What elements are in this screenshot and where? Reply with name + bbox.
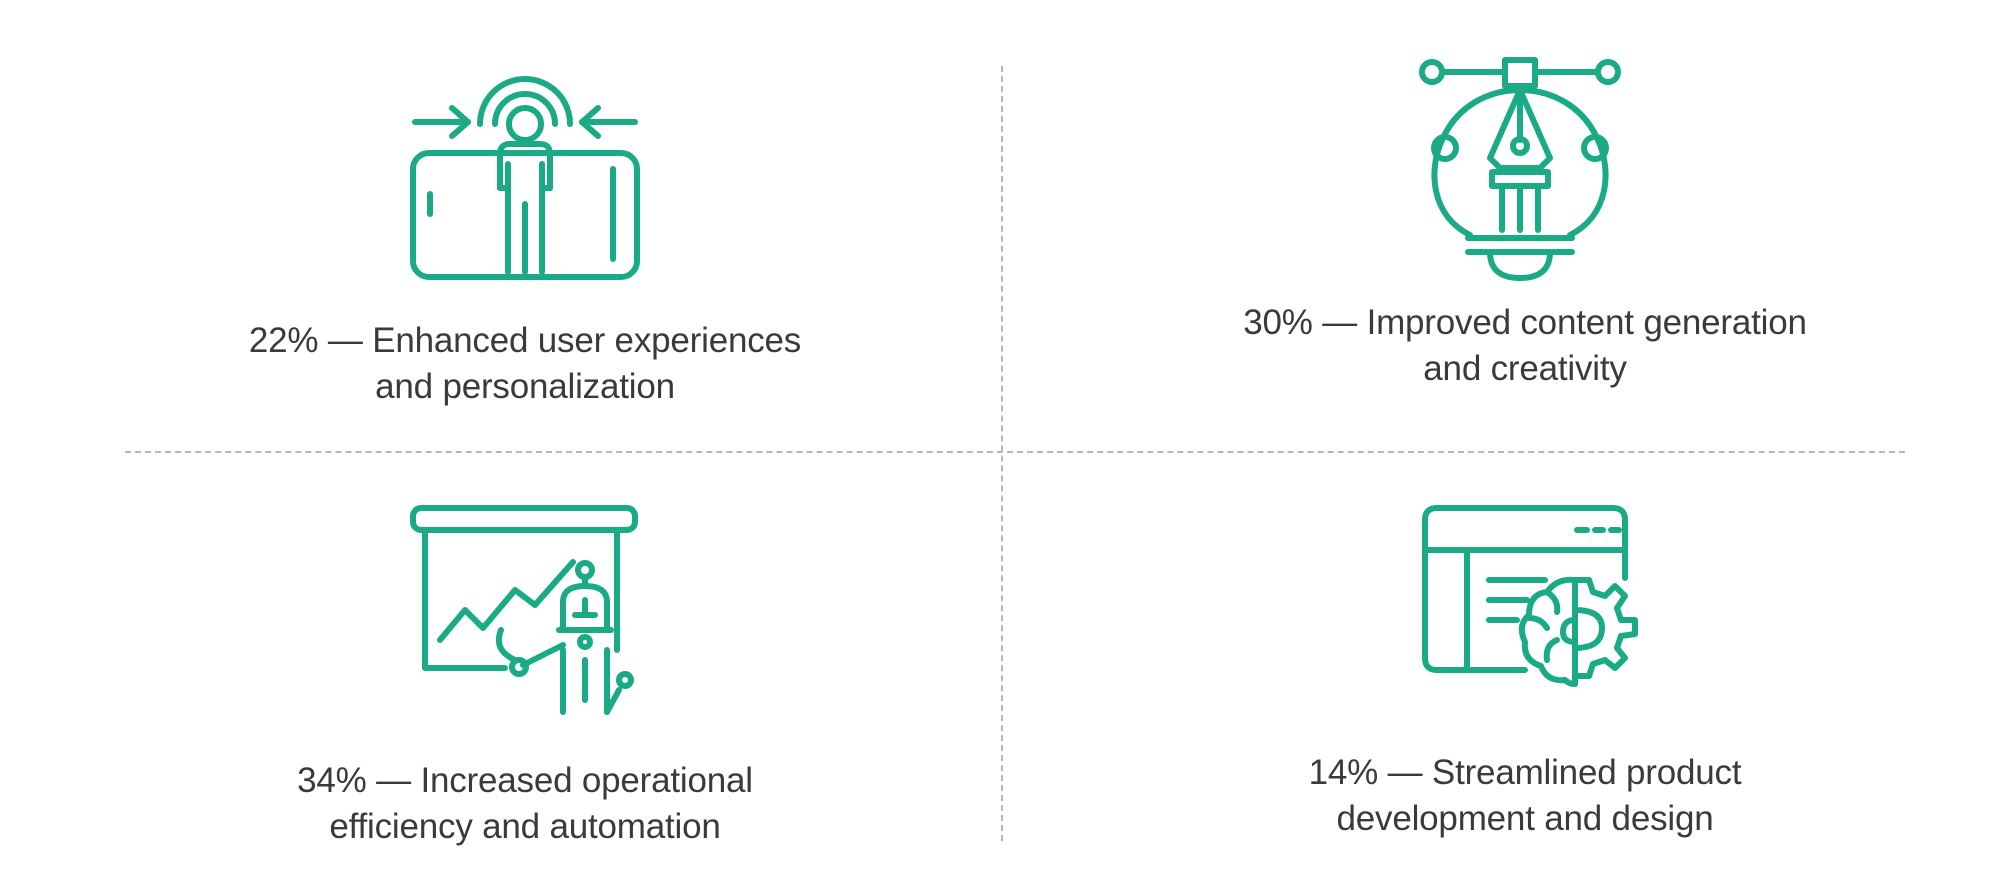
stat-caption-line1: 22% — Enhanced user experiences [248,321,802,360]
stat-caption: 34% — Increased operational efficiency a… [200,758,850,850]
horizontal-divider [125,451,1905,453]
browser-brain-gear-icon [1422,505,1638,687]
stat-cell-product-development: 14% — Streamlined product development an… [1200,480,1850,860]
stat-caption-line2: development and design [1336,799,1714,838]
robot-presentation-icon [410,505,638,715]
stat-caption-line2: and creativity [1423,349,1627,388]
stat-caption-line1: 30% — Improved content generation [1243,303,1807,342]
stat-caption: 22% — Enhanced user experiences and pers… [200,318,850,410]
stat-caption-line1: 14% — Streamlined product [1308,753,1742,792]
stat-cell-content-generation: 30% — Improved content generation and cr… [1200,40,1850,420]
stat-caption-line2: and personalization [375,367,675,406]
stat-caption: 14% — Streamlined product development an… [1200,750,1850,842]
user-focus-phone-icon [410,76,640,280]
stat-cell-user-experience: 22% — Enhanced user experiences and pers… [200,40,850,420]
stat-cell-operational-efficiency: 34% — Increased operational efficiency a… [200,480,850,860]
stat-caption-line1: 34% — Increased operational [297,761,753,800]
vertical-divider [1001,66,1003,841]
idea-pen-bulb-icon [1419,57,1621,281]
stat-caption-line2: efficiency and automation [329,807,721,846]
stat-caption: 30% — Improved content generation and cr… [1200,300,1850,392]
